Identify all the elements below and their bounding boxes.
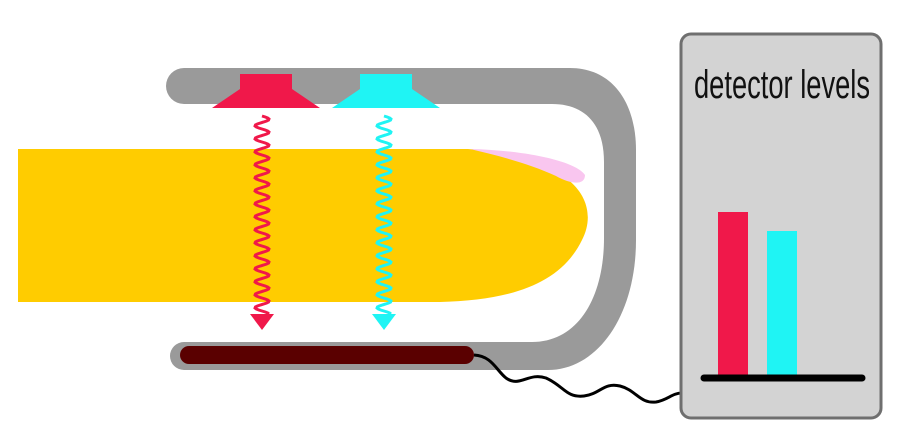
red-level-bar: [718, 212, 748, 375]
photodetector: [180, 346, 474, 364]
panel-title: detector levels: [694, 63, 870, 107]
cyan-level-bar: [767, 231, 797, 375]
cyan-light-wave: [375, 114, 393, 316]
detector-cable: [473, 353, 683, 404]
cyan-wave-arrowhead: [372, 314, 396, 330]
cyan-led-emitter: [332, 74, 440, 108]
red-light-wave: [253, 114, 271, 316]
finger: [18, 149, 588, 302]
sensor-clip: [166, 68, 636, 370]
red-wave-arrowhead: [250, 314, 274, 330]
red-led-emitter: [212, 74, 320, 108]
fingernail: [470, 149, 585, 183]
